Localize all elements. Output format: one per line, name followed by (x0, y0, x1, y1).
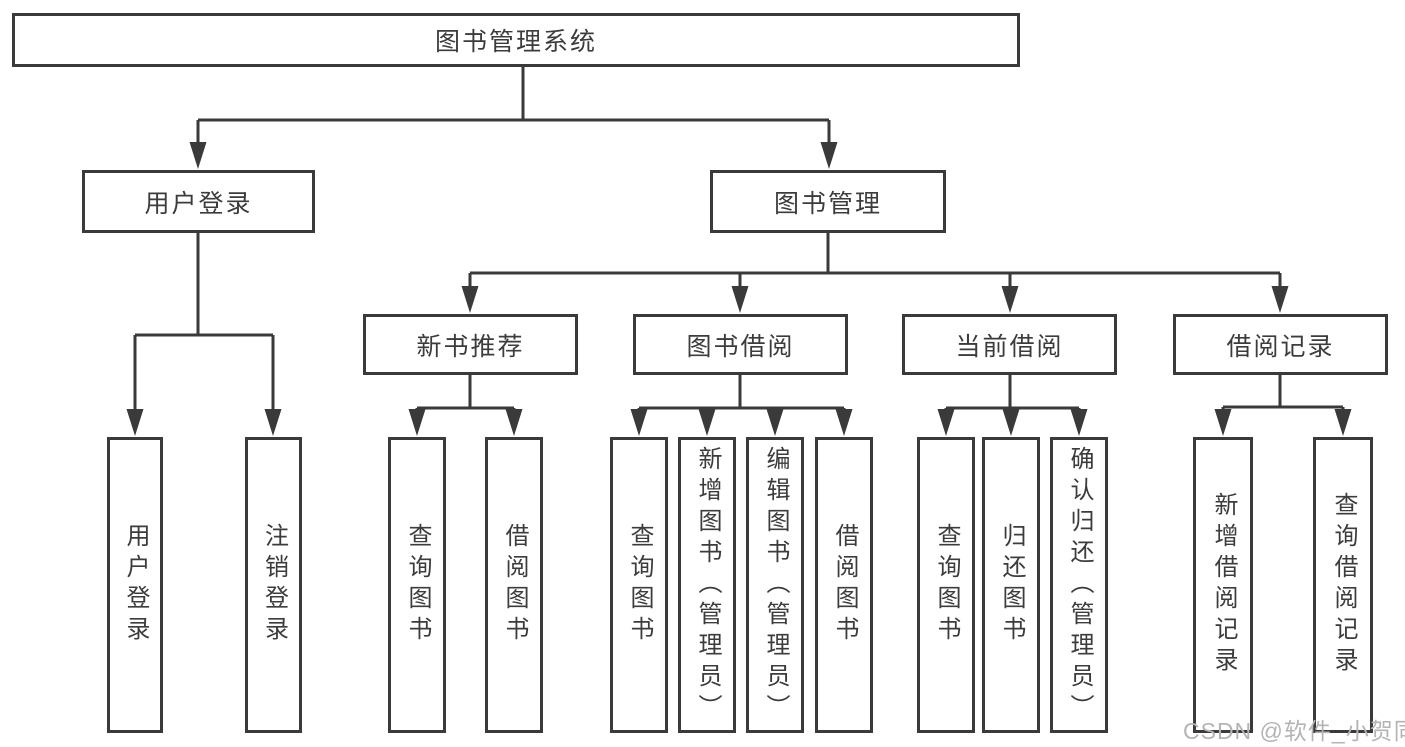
node-user-login: 用户登录 (82, 170, 315, 233)
node-leaf-user-login: 用户登录 (107, 437, 163, 733)
node-label: 编辑图书（管理员） (762, 445, 789, 725)
node-label: 确认归还（管理员） (1066, 445, 1093, 725)
node-leaf-borrow-edit-book: 编辑图书（管理员） (746, 437, 804, 733)
node-borrow-record: 借阅记录 (1173, 314, 1388, 375)
node-root-system: 图书管理系统 (12, 13, 1020, 67)
node-label: 用户登录 (122, 523, 149, 647)
node-leaf-current-return-book: 归还图书 (982, 437, 1040, 733)
node-label: 当前借阅 (955, 332, 1064, 361)
node-label: 新增图书（管理员） (694, 445, 721, 725)
node-leaf-borrow-query-book: 查询图书 (610, 437, 668, 733)
node-leaf-borrow-borrow-book: 借阅图书 (815, 437, 873, 733)
node-label: 查询图书 (933, 523, 960, 647)
node-leaf-current-query-book: 查询图书 (917, 437, 975, 733)
node-leaf-record-add: 新增借阅记录 (1193, 437, 1253, 733)
node-leaf-logout: 注销登录 (245, 437, 302, 733)
node-leaf-recommend-query-book: 查询图书 (388, 437, 446, 733)
node-label: 图书管理系统 (434, 28, 597, 56)
node-label: 借阅图书 (831, 523, 858, 647)
node-label: 查询借阅记录 (1330, 492, 1357, 678)
node-label: 查询图书 (626, 523, 653, 647)
node-label: 图书借阅 (686, 332, 795, 361)
node-new-book-recommend: 新书推荐 (363, 314, 578, 375)
node-label: 新书推荐 (416, 332, 525, 361)
node-label: 图书管理 (773, 189, 882, 218)
node-current-borrow: 当前借阅 (902, 314, 1117, 375)
node-label: 归还图书 (998, 523, 1025, 647)
node-label: 用户登录 (144, 189, 253, 218)
node-leaf-record-query: 查询借阅记录 (1313, 437, 1373, 733)
node-leaf-borrow-add-book: 新增图书（管理员） (678, 437, 736, 733)
node-label: 借阅图书 (501, 523, 528, 647)
node-leaf-recommend-borrow-book: 借阅图书 (485, 437, 543, 733)
node-leaf-current-confirm-return: 确认归还（管理员） (1050, 437, 1108, 733)
csdn-watermark: CSDN @软件_小贺同学 (1183, 718, 1405, 744)
node-book-borrow: 图书借阅 (633, 314, 848, 375)
arrowheads (126, 142, 1352, 436)
node-label: 新增借阅记录 (1210, 492, 1237, 678)
node-label: 查询图书 (404, 523, 431, 647)
node-label: 借阅记录 (1226, 332, 1335, 361)
node-book-management: 图书管理 (710, 170, 946, 233)
node-label: 注销登录 (260, 523, 288, 647)
